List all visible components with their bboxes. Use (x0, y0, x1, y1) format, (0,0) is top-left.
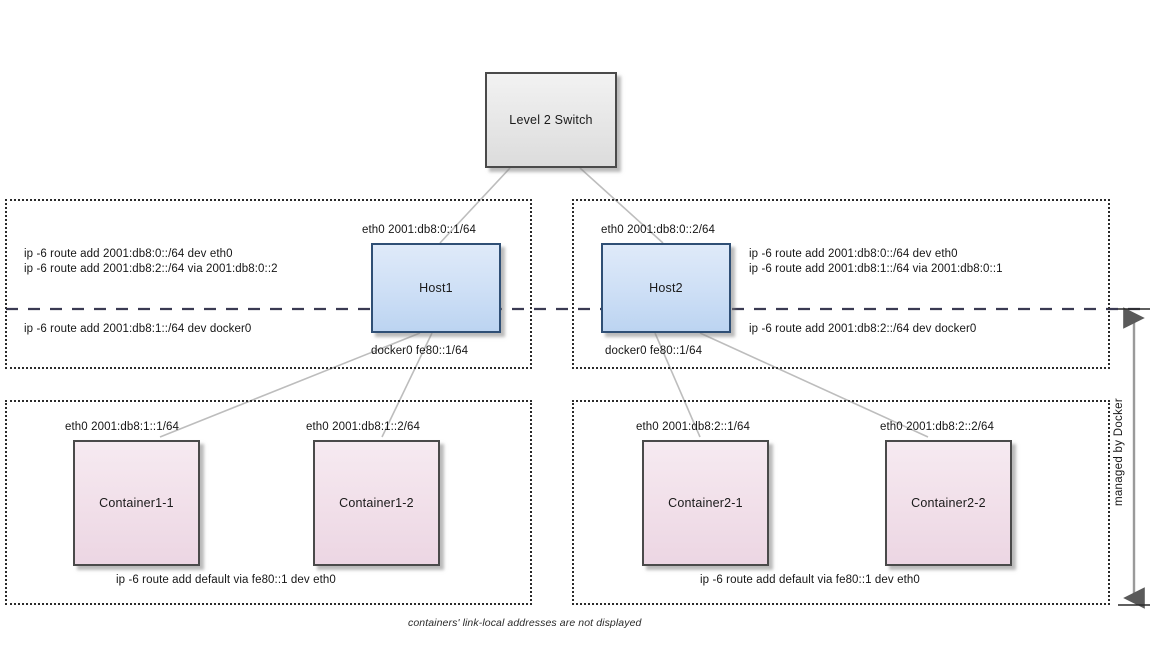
command-host1-line2: ip -6 route add 2001:db8:2::/64 via 2001… (24, 263, 278, 275)
node-container1-1[interactable]: Container1-1 (73, 440, 200, 566)
containers1-region (5, 400, 532, 605)
command-host2-line1: ip -6 route add 2001:db8:0::/64 dev eth0 (749, 248, 958, 260)
node-host2[interactable]: Host2 (601, 243, 731, 333)
node-label-container2-1: Container2-1 (668, 496, 743, 510)
node-label-host2: Host2 (649, 281, 683, 295)
command-host2-docker0: ip -6 route add 2001:db8:2::/64 dev dock… (749, 323, 977, 335)
iface-label-container2-1-eth0: eth0 2001:db8:2::1/64 (636, 421, 751, 433)
managed-by-docker-label: managed by Docker (1113, 398, 1125, 507)
command-host1-userspace: ip -6 route add 2001:db8:0::/64 dev eth0… (24, 247, 278, 277)
iface-label-host2-eth0: eth0 2001:db8:0::2/64 (601, 224, 716, 236)
containers2-region (572, 400, 1110, 605)
command-host2-line2: ip -6 route add 2001:db8:1::/64 via 2001… (749, 263, 1003, 275)
command-host2-userspace: ip -6 route add 2001:db8:0::/64 dev eth0… (749, 247, 1003, 277)
iface-label-host1-eth0: eth0 2001:db8:0::1/64 (362, 224, 477, 236)
command-containers2-default-route: ip -6 route add default via fe80::1 dev … (700, 574, 920, 586)
node-label-container2-2: Container2-2 (911, 496, 986, 510)
node-container2-2[interactable]: Container2-2 (885, 440, 1012, 566)
node-host1[interactable]: Host1 (371, 243, 501, 333)
node-container2-1[interactable]: Container2-1 (642, 440, 769, 566)
iface-label-host1-docker0: docker0 fe80::1/64 (371, 345, 469, 357)
node-label-switch: Level 2 Switch (509, 113, 593, 127)
iface-label-container1-2-eth0: eth0 2001:db8:1::2/64 (306, 421, 421, 433)
iface-label-container2-2-eth0: eth0 2001:db8:2::2/64 (880, 421, 995, 433)
node-level2-switch[interactable]: Level 2 Switch (485, 72, 617, 168)
node-label-host1: Host1 (419, 281, 453, 295)
node-label-container1-1: Container1-1 (99, 496, 174, 510)
host2-region (572, 199, 1110, 369)
command-host1-line1: ip -6 route add 2001:db8:0::/64 dev eth0 (24, 248, 233, 260)
node-container1-2[interactable]: Container1-2 (313, 440, 440, 566)
node-label-container1-2: Container1-2 (339, 496, 414, 510)
iface-label-container1-1-eth0: eth0 2001:db8:1::1/64 (65, 421, 180, 433)
iface-label-host2-docker0: docker0 fe80::1/64 (605, 345, 703, 357)
command-containers1-default-route: ip -6 route add default via fe80::1 dev … (116, 574, 336, 586)
command-host1-docker0: ip -6 route add 2001:db8:1::/64 dev dock… (24, 323, 252, 335)
host1-region (5, 199, 532, 369)
footnote-caption: containers' link-local addresses are not… (408, 617, 642, 629)
